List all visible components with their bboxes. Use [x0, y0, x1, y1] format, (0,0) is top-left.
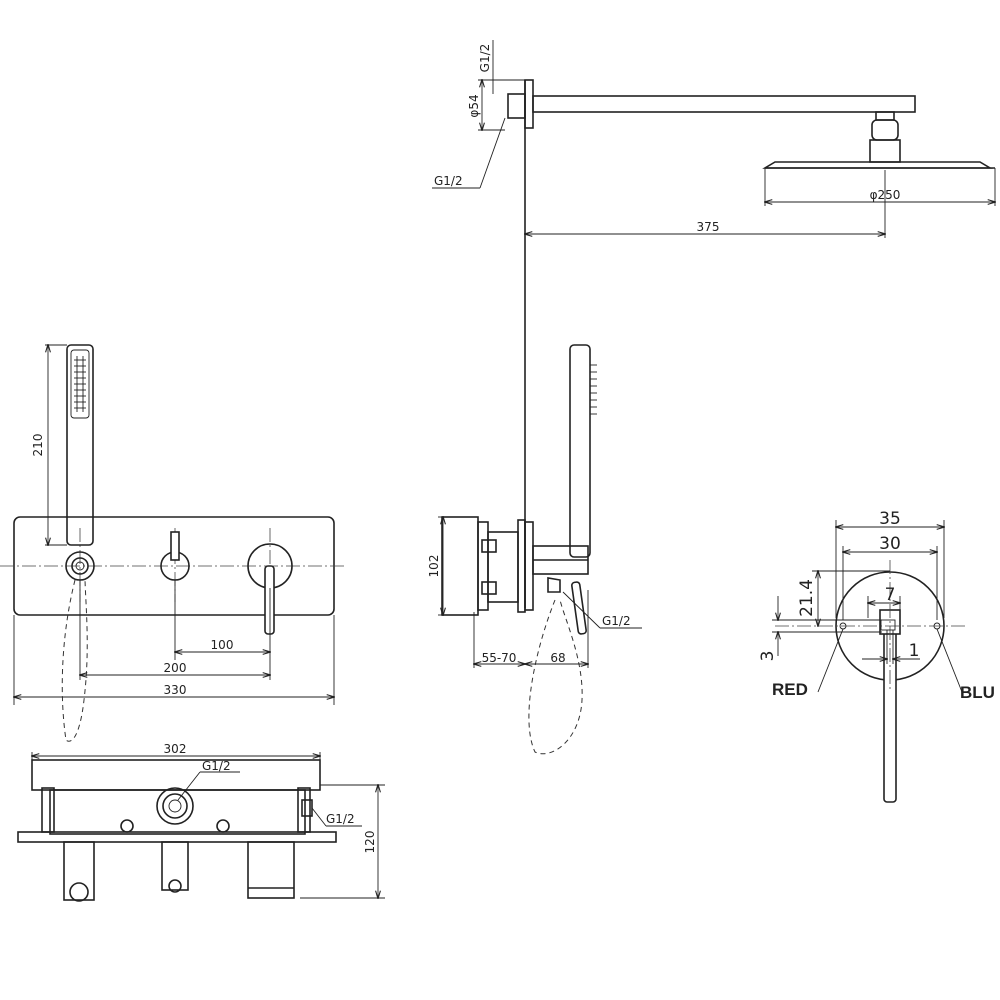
dim-head-diameter: φ250	[870, 188, 901, 202]
thread-top: G1/2	[478, 44, 492, 73]
hose-front	[61, 579, 88, 742]
dim-spout-projection: 68	[550, 651, 565, 665]
dim-wall-depth: 55-70	[482, 651, 517, 665]
dim-flange-diameter: φ54	[467, 94, 481, 117]
dim-handle-1: 1	[909, 641, 920, 661]
thread-arm: G1/2	[434, 174, 463, 188]
dim-handle-length: 210	[31, 434, 45, 457]
dim-box-width: 302	[164, 742, 187, 756]
side-view: 102 55-70 68 G1/2 φ54 G1/2 G1/2 375 φ250	[427, 40, 995, 755]
dim-box-height: 120	[363, 831, 377, 854]
dim-handle-7: 7	[885, 585, 896, 605]
thread-box-right: G1/2	[326, 812, 355, 826]
dim-handle-21-4: 21.4	[797, 579, 817, 617]
thread-box-top: G1/2	[202, 759, 231, 773]
box-view: 302 G1/2 G1/2 120	[17, 742, 385, 902]
front-view: 210 100 200 330	[0, 344, 345, 742]
dim-handle-35: 35	[879, 509, 901, 529]
dim-side-depth: 102	[427, 555, 441, 578]
dim-handle-3: 3	[758, 651, 778, 662]
label-blue: BLU	[960, 683, 995, 702]
dim-arm-length: 375	[697, 220, 720, 234]
dim-plate-width: 330	[164, 683, 187, 697]
handle-detail: 35 30 7 21.4 3 1 RED BLU	[758, 509, 995, 803]
label-red: RED	[772, 680, 808, 699]
dim-outlet-spacing: 200	[164, 661, 187, 675]
dim-mixer-spacing: 100	[211, 638, 234, 652]
thread-side: G1/2	[602, 614, 631, 628]
hand-shower-front	[65, 344, 95, 581]
dim-handle-30: 30	[879, 534, 901, 554]
